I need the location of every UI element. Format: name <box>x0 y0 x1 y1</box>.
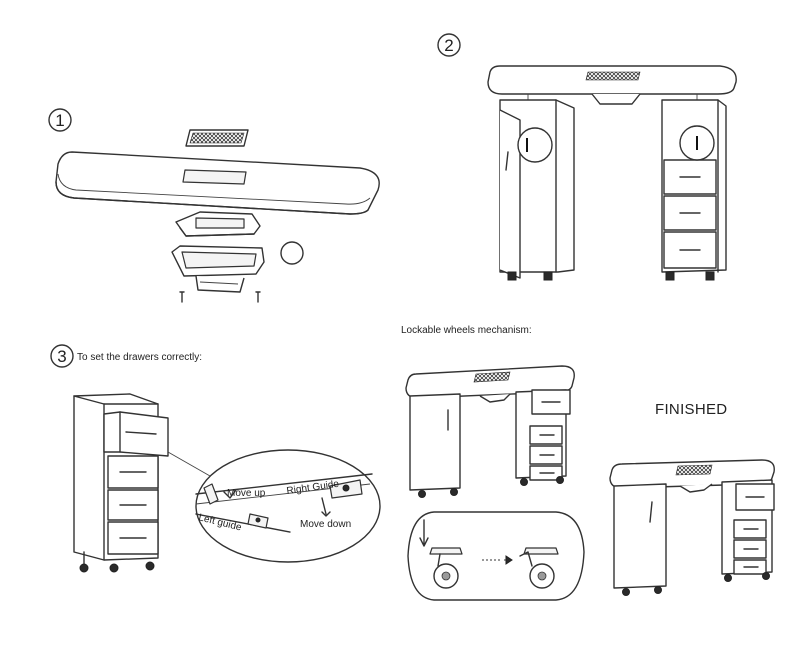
lockable-caption: Lockable wheels mechanism: <box>401 325 532 336</box>
assembled-table <box>405 365 575 498</box>
left-cabinet <box>499 99 575 281</box>
right-cabinet <box>661 99 727 281</box>
step-2-number: 2 <box>444 36 453 55</box>
lockable-wheels-panel: Lockable wheels mechanism: <box>401 325 585 601</box>
step-1-badge: 1 <box>48 108 72 132</box>
vent-grill <box>185 129 249 147</box>
step-3-badge: 3 <box>50 344 74 368</box>
drawer-cabinet <box>73 393 169 573</box>
step-1-number: 1 <box>55 111 64 130</box>
callout-line <box>167 451 211 477</box>
step-3-number: 3 <box>57 347 66 366</box>
step-2-badge: 2 <box>437 33 461 57</box>
label-move-up: Move up <box>227 488 266 499</box>
guide-detail: Move up Right Guide Left guide Move down <box>195 449 381 563</box>
tabletop <box>55 151 380 215</box>
finished-label: FINISHED <box>655 401 727 418</box>
table-top-raised <box>487 65 737 105</box>
wheel-detail <box>407 511 585 601</box>
step-3-panel: 3 To set the drawers correctly: <box>50 344 381 573</box>
step-1-panel: 1 <box>48 108 380 303</box>
screws <box>179 291 261 303</box>
fan-box <box>171 245 265 293</box>
finished-panel: FINISHED <box>609 401 775 596</box>
finished-table <box>609 459 775 596</box>
step-2-panel: 2 <box>437 33 737 281</box>
step-3-caption: To set the drawers correctly: <box>77 352 202 363</box>
dust-tray <box>175 211 261 237</box>
filter-disc <box>280 241 304 265</box>
label-move-down: Move down <box>300 519 351 530</box>
